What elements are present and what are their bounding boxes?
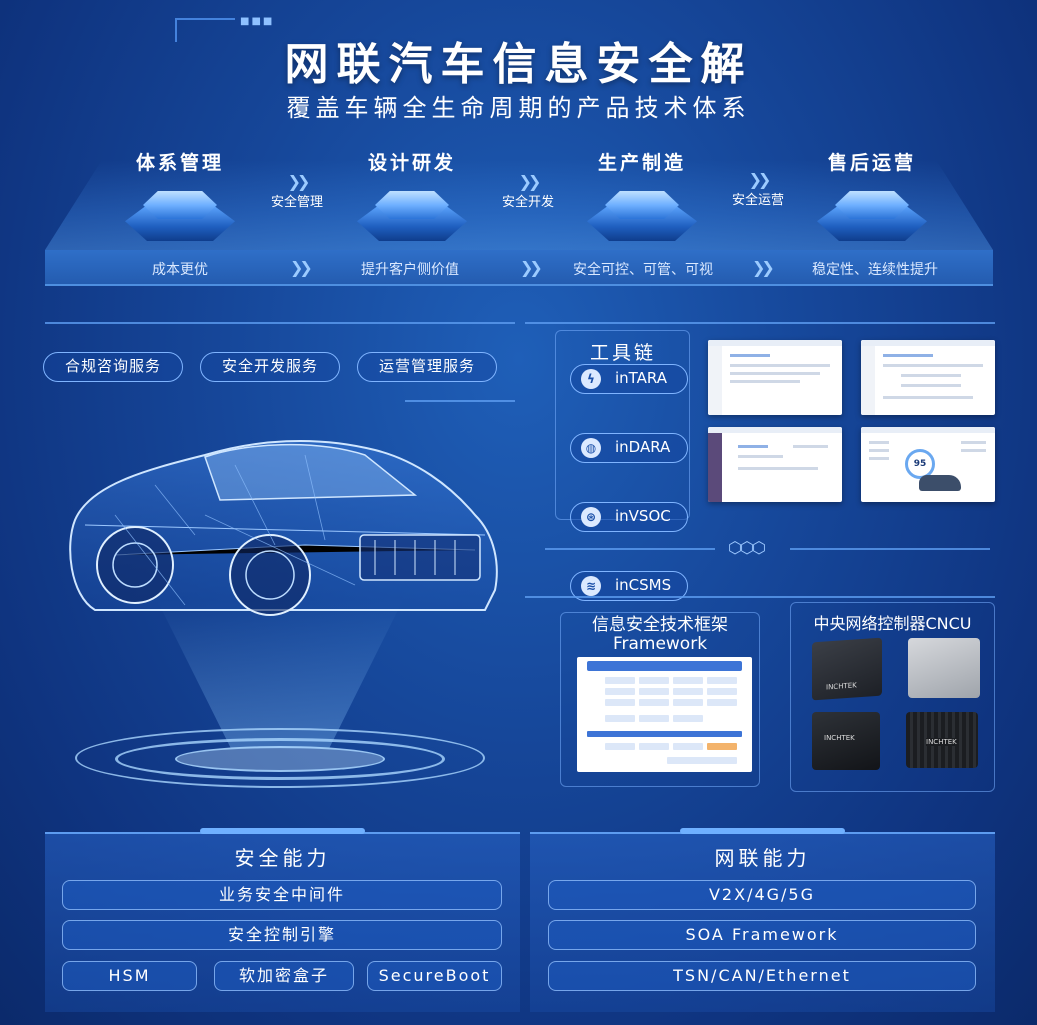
circuit-line — [790, 548, 990, 550]
pedestal-icon — [587, 185, 697, 243]
device-brand-label: INCHTEK — [826, 681, 857, 692]
divider-line — [45, 322, 515, 324]
divider-line — [525, 322, 995, 324]
service-operation-management[interactable]: 运营管理服务 — [357, 352, 497, 382]
band-label: 成本更优 — [152, 262, 208, 278]
tool-intara[interactable]: ϟ inTARA — [570, 364, 688, 394]
tool-label: inDARA — [615, 438, 671, 456]
network-item-tsn[interactable]: TSN/CAN/Ethernet — [548, 961, 976, 991]
lifecycle-band — [45, 250, 993, 286]
tool-indara[interactable]: ◍ inDARA — [570, 433, 688, 463]
security-item-control-engine[interactable]: 安全控制引擎 — [62, 920, 502, 950]
framework-title-cn: 信息安全技术框架 — [592, 615, 728, 635]
band-label: 安全可控、可管、可视 — [573, 262, 713, 278]
hologram-ring — [75, 728, 485, 788]
stage-after-sales: 售后运营 — [797, 148, 947, 243]
connector-security-development: ❯❯ 安全开发 — [483, 172, 573, 210]
circuit-line — [545, 548, 715, 550]
page-title: 网联汽车信息安全解 — [284, 39, 753, 90]
double-chevron-icon: ❯❯ — [748, 170, 772, 189]
invsoc-screenshot — [708, 427, 842, 502]
security-capability-title: 安全能力 — [234, 846, 331, 870]
pedestal-icon — [357, 185, 467, 243]
intara-screenshot — [708, 340, 842, 415]
stage-title: 体系管理 — [135, 152, 224, 174]
incsms-screenshot: 95 — [861, 427, 995, 502]
security-item-hsm[interactable]: HSM — [62, 961, 197, 991]
band-label: 提升客户侧价值 — [361, 262, 459, 278]
stage-design-development: 设计研发 — [337, 148, 487, 243]
cncu-device-heatsink-image: INCHTEK — [906, 712, 978, 768]
network-capability-title: 网联能力 — [714, 846, 811, 870]
cncu-frame — [790, 602, 995, 792]
indara-screenshot — [861, 340, 995, 415]
cncu-device-image: INCHTEK — [812, 637, 882, 701]
tool-invsoc[interactable]: ⊛ inVSOC — [570, 502, 688, 532]
stage-production: 生产制造 — [567, 148, 717, 243]
framework-title: 信息安全技术框架 Framework — [570, 616, 750, 654]
security-item-secureboot[interactable]: SecureBoot — [367, 961, 502, 991]
divider-line — [525, 596, 995, 598]
hologram-ring — [175, 746, 385, 772]
connector-security-operation: ❯❯ 安全运营 — [713, 170, 803, 208]
layers-icon: ≋ — [581, 576, 601, 596]
divider-line — [405, 400, 515, 402]
connector-label: 安全管理 — [270, 195, 323, 210]
corner-bracket-decoration — [175, 18, 235, 42]
network-item-soa[interactable]: SOA Framework — [548, 920, 976, 950]
double-chevron-icon: ❯❯ — [287, 172, 311, 191]
framework-diagram — [577, 657, 752, 772]
band-label: 稳定性、连续性提升 — [812, 262, 938, 278]
stage-title: 生产制造 — [597, 152, 686, 174]
lightning-shield-icon: ϟ — [581, 369, 601, 389]
network-item-v2x[interactable]: V2X/4G/5G — [548, 880, 976, 910]
cncu-title: 中央网络控制器CNCU — [813, 614, 972, 633]
device-brand-label: INCHTEK — [926, 738, 957, 746]
framework-title-en: Framework — [612, 634, 708, 654]
panel-tab-decoration — [680, 828, 845, 834]
hologram-ring — [115, 738, 445, 780]
cncu-device-silver-image — [908, 638, 980, 698]
corner-dots-decoration: ■■■ — [240, 16, 275, 27]
stage-system-management: 体系管理 — [105, 148, 255, 243]
tool-label: inVSOC — [615, 507, 671, 525]
double-chevron-icon: ❯❯ — [290, 258, 313, 277]
framework-frame — [560, 612, 760, 787]
pedestal-icon — [817, 185, 927, 243]
connector-label: 安全开发 — [501, 195, 554, 210]
toolchain-title: 工具链 — [590, 342, 657, 364]
stage-title: 售后运营 — [827, 152, 916, 174]
stage-title: 设计研发 — [367, 152, 456, 174]
double-chevron-icon: ❯❯ — [520, 258, 543, 277]
service-compliance-consulting[interactable]: 合规咨询服务 — [43, 352, 183, 382]
connector-label: 安全运营 — [731, 193, 784, 208]
tool-label: inTARA — [615, 369, 668, 387]
pedestal-icon — [125, 185, 235, 243]
double-chevron-icon: ❯❯ — [752, 258, 775, 277]
car-wireframe-image — [55, 425, 510, 635]
device-brand-label: INCHTEK — [824, 734, 855, 742]
security-item-middleware[interactable]: 业务安全中间件 — [62, 880, 502, 910]
network-icon: ⊛ — [581, 507, 601, 527]
page-subtitle: 覆盖车辆全生命周期的产品技术体系 — [286, 94, 751, 122]
security-item-soft-encryption[interactable]: 软加密盒子 — [214, 961, 354, 991]
double-chevron-icon: ❯❯ — [518, 172, 542, 191]
cncu-device-image: INCHTEK — [812, 712, 880, 770]
hexagon-cluster-icon: ⬡⬡⬡ — [728, 538, 766, 557]
tool-label: inCSMS — [615, 576, 672, 594]
car-thumbnail-icon — [919, 475, 961, 491]
connector-security-management: ❯❯ 安全管理 — [252, 172, 342, 210]
db-shield-icon: ◍ — [581, 438, 601, 458]
panel-tab-decoration — [200, 828, 365, 834]
service-security-development[interactable]: 安全开发服务 — [200, 352, 340, 382]
